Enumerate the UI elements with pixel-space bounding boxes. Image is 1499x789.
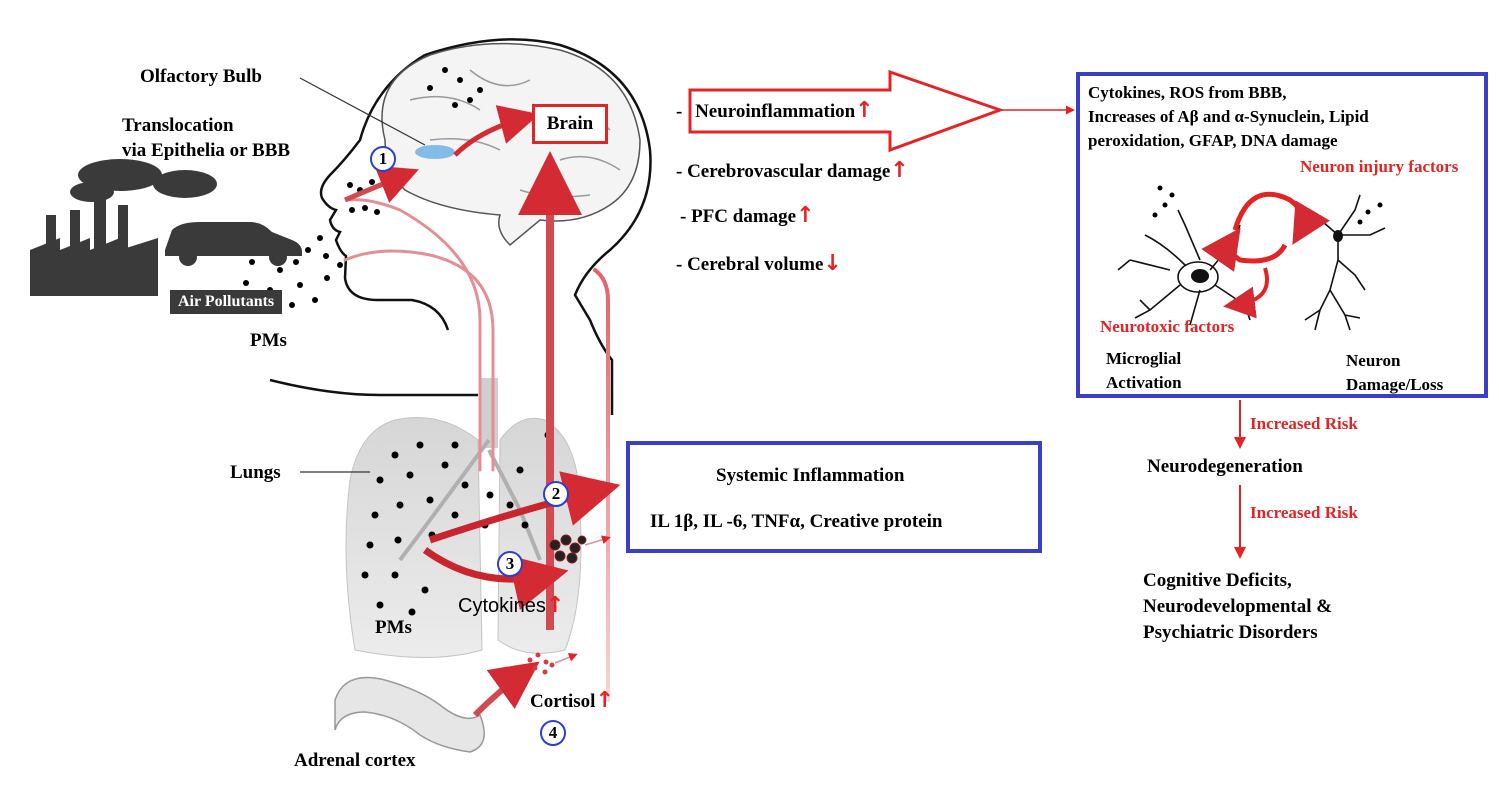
effect-neuroinflammation: - Neuroinflammation↑ [676, 100, 874, 123]
human-silhouette [269, 38, 652, 415]
effect-prefix: - [676, 161, 688, 182]
effect-cerebrovascular: - Cerebrovascular damage↑ [676, 160, 909, 183]
cycle-arrow-neurotoxic [1223, 267, 1269, 319]
effect-prefix: - [676, 254, 688, 275]
deficits-label-3: Psychiatric Disorders [1143, 622, 1318, 643]
olfactory-bulb-pointer [299, 77, 426, 146]
cytokines-up-arrow: ↑ [545, 593, 565, 618]
arrow-cytokines [422, 547, 569, 610]
neurodegeneration-label: Neurodegeneration [1147, 456, 1303, 477]
cytokines-text: Cytokines [458, 595, 546, 617]
air-pollutants-label: Air Pollutants [170, 290, 283, 314]
systemic-markers: IL 1β, IL -6, TNFα, Creative protein [650, 511, 943, 532]
arrow-cortisol-blood [554, 653, 578, 664]
systemic-title: Systemic Inflammation [716, 465, 905, 486]
cycle-arrow-lower [1201, 227, 1288, 272]
step-3-badge: 3 [497, 551, 523, 577]
pm-particles [243, 179, 380, 313]
cortisol-up-arrow: ↑ [595, 688, 614, 713]
adrenal-cortex-label: Adrenal cortex [294, 750, 416, 771]
deficits-label-2: Neurodevelopmental & [1143, 596, 1333, 617]
step-2-badge: 2 [543, 481, 569, 507]
hollow-arrow-neuroinflammation [688, 69, 1005, 153]
brain-illustration [381, 42, 641, 247]
neuro-line-3: peroxidation, GFAP, DNA damage [1088, 131, 1338, 150]
arrow-cortisol [472, 661, 540, 718]
translocation-label-2: via Epithelia or BBB [122, 140, 291, 161]
cortisol-text: Cortisol [530, 691, 596, 712]
step-4-badge: 4 [540, 720, 566, 746]
neuro-line-2: Increases of Aβ and α-Synuclein, Lipid [1088, 107, 1369, 126]
translocation-label-1: Translocation [122, 115, 234, 136]
car-icon [165, 222, 302, 266]
arrow-systemic [428, 471, 621, 544]
effect-cerebral-volume: - Cerebral volume↓ [676, 253, 842, 276]
effect-text: Cerebral volume [687, 254, 824, 275]
cortisol-label: Cortisol↑ [530, 690, 614, 713]
neuro-effects-box: Cytokines, ROS from BBB, Increases of Aβ… [1076, 72, 1488, 398]
lungs-label: Lungs [230, 462, 281, 483]
arrow-olfactory [453, 105, 540, 157]
neuron-nucleus [1333, 230, 1343, 242]
neuron-label-2: Damage/Loss [1346, 375, 1444, 394]
effect-text: Cerebrovascular damage [687, 161, 891, 182]
effect-trend-icon: ↓ [823, 251, 842, 276]
cytokine-cluster-icon [549, 534, 587, 564]
neuro-line-1: Cytokines, ROS from BBB, [1088, 83, 1287, 102]
increased-risk-label-1: Increased Risk [1250, 414, 1358, 433]
effect-text: PFC damage [691, 206, 797, 227]
cortisol-particles [527, 652, 555, 675]
arrow-cytokines-blood [584, 535, 611, 546]
increased-risk-label-2: Increased Risk [1250, 503, 1358, 522]
step-1-badge: 1 [370, 146, 396, 172]
brain-label-box: Brain [532, 104, 608, 144]
olfactory-bulb-label: Olfactory Bulb [140, 66, 262, 87]
effect-trend-icon: ↑ [890, 158, 909, 183]
neuron-label-1: Neuron [1346, 351, 1401, 370]
pathway-vessels [343, 198, 610, 702]
effect-pfc: - PFC damage↑ [680, 205, 815, 228]
effect-prefix: - [676, 101, 688, 122]
microglial-label-1: Microglial [1106, 349, 1182, 368]
arrow-translocation [344, 165, 419, 203]
cycle-arrow-upper [1232, 191, 1330, 245]
effect-prefix: - [680, 206, 692, 227]
effect-text: Neuroinflammation [695, 101, 856, 122]
factory-icon [30, 159, 217, 296]
brain-particles [427, 67, 483, 108]
effect-trend-icon: ↑ [855, 98, 874, 123]
effect-trend-icon: ↑ [796, 203, 815, 228]
cytokines-label: Cytokines↑ [458, 593, 565, 618]
pms-lungs-label: PMs [375, 617, 412, 638]
adrenal-cortex-illustration [334, 676, 485, 753]
neuro-box-particles [1152, 185, 1383, 225]
pms-head-label: PMs [250, 330, 287, 351]
deficits-label-1: Cognitive Deficits, [1143, 570, 1292, 591]
brain-label: Brain [546, 113, 594, 134]
systemic-inflammation-box: Systemic Inflammation IL 1β, IL -6, TNFα… [626, 441, 1042, 553]
neuron-injury-factors-label: Neuron injury factors [1300, 157, 1459, 176]
microglia-nucleus [1191, 269, 1209, 283]
microglial-label-2: Activation [1106, 373, 1182, 392]
olfactory-bulb-highlight [415, 145, 455, 159]
neurotoxic-factors-label: Neurotoxic factors [1100, 317, 1235, 336]
